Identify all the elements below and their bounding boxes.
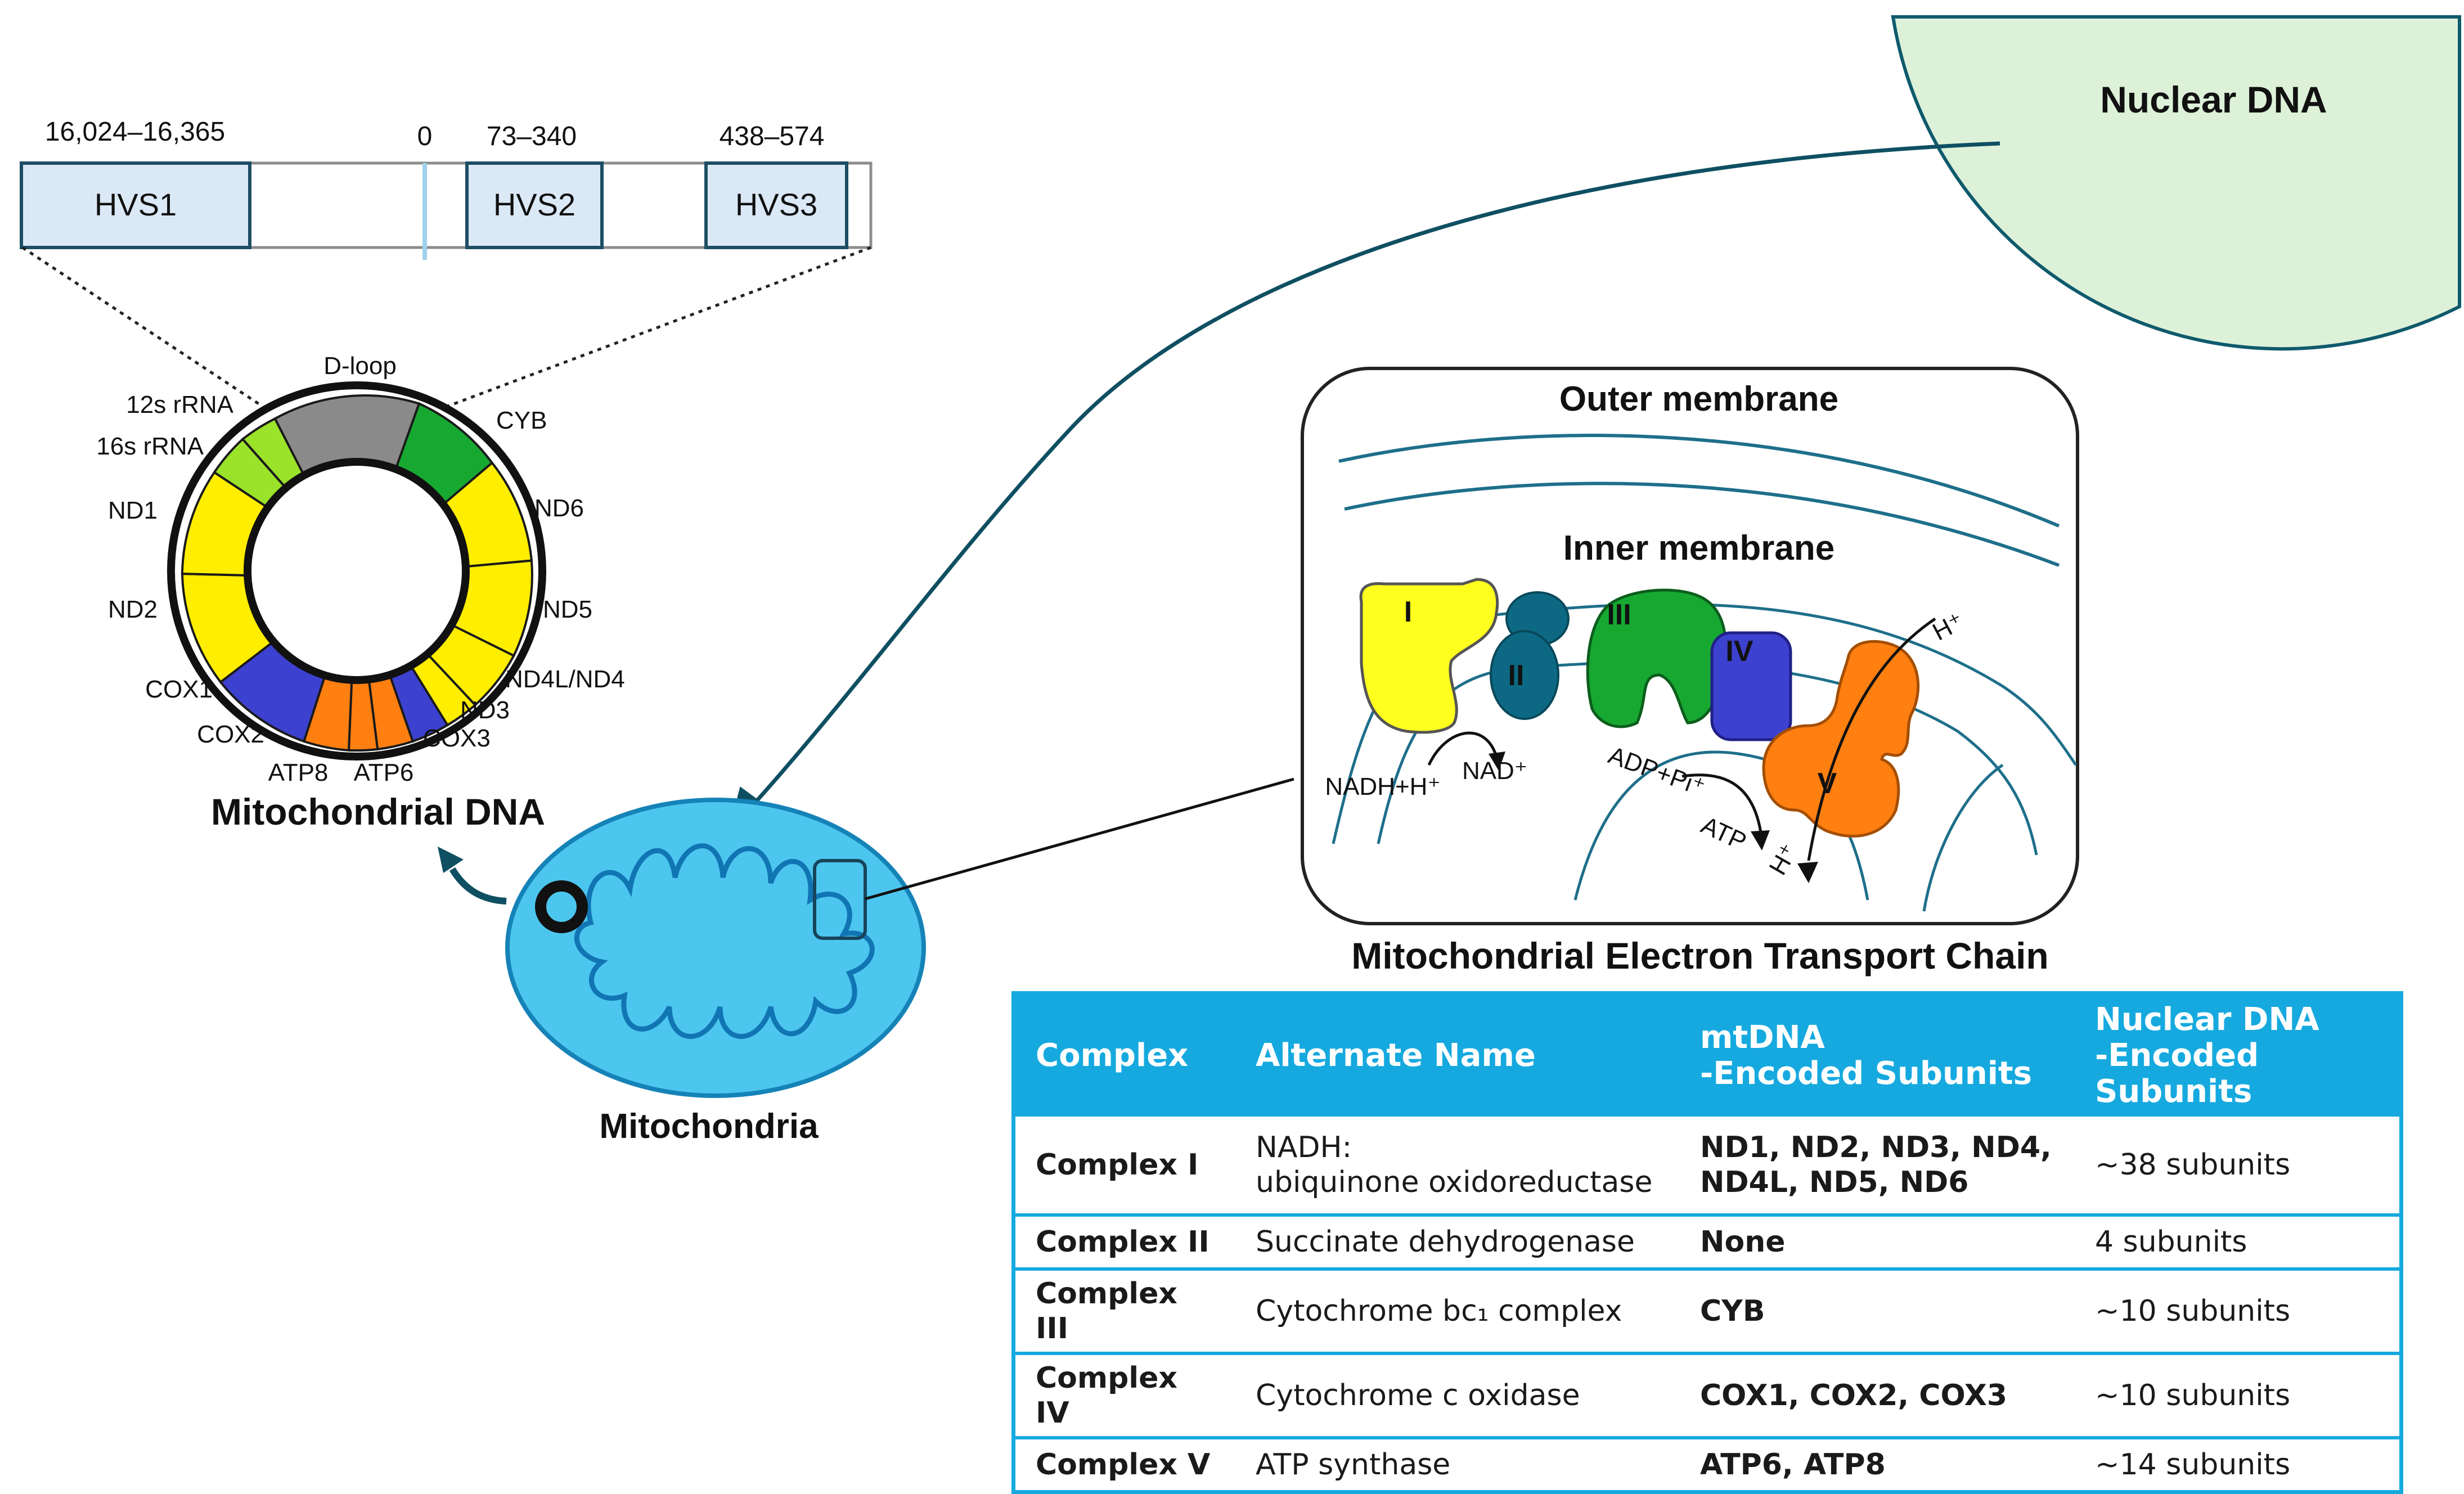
nucleus-to-mito-arrow [749,141,2000,809]
cell-nuclear-subunits: ~10 subunits [2075,1267,2402,1353]
label-12s-rrna: 12s rRNA [126,391,233,418]
ring-inner-border [244,458,470,684]
hvs3-box [704,161,848,249]
label-cyb: CYB [496,407,547,434]
cell-complex: Complex I [1036,1148,1199,1182]
mito-to-mtdna-arrow [449,867,507,904]
atp-arrowhead [1751,830,1770,850]
cell-nuclear-subunits: ~38 subunits [2095,1148,2291,1182]
table-header-row: Complex Alternate Name mtDNA -Encoded Su… [1013,993,2402,1117]
cell-alternate-name: ATP synthase [1235,1436,1680,1492]
ring-outer-border [167,381,546,760]
label-cox1: COX1 [145,676,213,703]
complex-i-label: I [1404,596,1412,628]
mtdna-title: Mitochondrial DNA [211,791,545,832]
hvs1-box [20,161,251,249]
cell-complex: Complex V [1013,1436,1235,1492]
hvs1-label: HVS1 [95,187,177,222]
table-row: Complex V ATP synthase ATP6, ATP8 ~14 su… [1013,1436,2402,1492]
nad-label: NAD⁺ [1462,757,1527,785]
label-nd2: ND2 [108,596,158,623]
cell-complex: Complex IV [1013,1352,1235,1438]
nadh-arrowhead [1489,752,1505,771]
hvs2-coords: 73–340 [487,122,577,151]
etc-title: Mitochondrial Electron Transport Chain [1351,935,2048,976]
label-nd1: ND1 [108,497,158,524]
header-complex: Complex [1013,993,1235,1117]
mito-cristae [574,843,875,1039]
label-cox2: COX2 [197,721,264,748]
label-atp6: ATP6 [354,759,414,786]
mito-outer [505,798,926,1098]
header-mtdna-subunits: mtDNA -Encoded Subunits [1680,993,2075,1117]
cell-nuclear-subunits: ~10 subunits [2075,1352,2402,1438]
nuclear-dna-label: Nuclear DNA [2100,79,2327,120]
cell-nuclear-subunits: 4 subunits [2075,1213,2402,1269]
h-flow-arrowhead [1797,862,1818,883]
header-nuclear-subunits: Nuclear DNA -Encoded Subunits [2075,993,2402,1117]
mito-to-mtdna-arrowhead [438,847,464,873]
label-nd3: ND3 [460,696,510,724]
outer-membrane-label: Outer membrane [1559,380,1838,418]
complex-v-shape [1762,640,1920,838]
label-atp8: ATP8 [268,759,329,786]
complex-ii-body [1490,630,1559,720]
label-dloop: D-loop [323,352,397,380]
label-cox3: COX3 [423,724,491,752]
label-nd6: ND6 [534,494,584,522]
cell-alternate-name: Cytochrome bc₁ complex [1235,1267,1680,1353]
h-flow-arrow [1807,617,1936,861]
cell-mtdna-subunits: COX1, COX2, COX3 [1680,1352,2075,1438]
outer-membrane-line-2 [1344,482,2060,567]
cell-nuclear-subunits: ~14 subunits [2075,1436,2402,1492]
inner-membrane-line-4 [1922,763,2004,912]
cell-mtdna-subunits: CYB [1680,1267,2075,1353]
complex-iv-label: IV [1725,635,1753,668]
hvs1-coords: 16,024–16,365 [45,117,225,147]
label-16s-rrna: 16s rRNA [96,433,204,460]
header-alternate-name: Alternate Name [1235,993,1680,1117]
diagram-stage: Nuclear DNA 16,024–16,365 0 73–340 438–5… [20,15,2461,1494]
atp-arrow [1681,773,1762,833]
mtdna-ring [167,381,546,760]
etc-table: Complex Alternate Name mtDNA -Encoded Su… [1011,991,2403,1494]
hvs3-coords: 438–574 [720,122,825,151]
inner-membrane-label: Inner membrane [1563,529,1834,568]
hvs2-box [465,161,604,249]
complex-iii-label: III [1607,598,1631,631]
mito-dna-ring [535,880,588,933]
table-row: Complex III Cytochrome bc₁ complex CYB ~… [1013,1267,2402,1353]
inset-connector [865,777,1294,901]
outer-membrane-line-1 [1338,434,2060,528]
cell-mtdna-subunits: ND1, ND2, ND3, ND4, ND4L, ND5, ND6 [1700,1131,2052,1199]
complex-ii-label: II [1508,659,1525,692]
mitochondrion [505,798,926,1098]
cell-alternate-name: NADH: ubiquinone oxidoreductase [1256,1131,1653,1199]
complex-i-shape [1359,578,1499,734]
label-nd4: ND4L/ND4 [505,665,625,693]
nadh-arrow [1427,731,1498,766]
nucleus-shape [1891,15,2461,351]
complex-iv-shape [1710,631,1792,741]
label-nd5: ND5 [543,596,592,623]
table-row: Complex I NADH: ubiquinone oxidoreductas… [1014,1117,2402,1215]
table-row: Complex IV Cytochrome c oxidase COX1, CO… [1013,1352,2402,1438]
nadh-label: NADH+H⁺ [1325,773,1440,800]
cell-mtdna-subunits: None [1680,1213,2075,1269]
origin-coord: 0 [417,122,433,151]
mito-inset-box [813,859,867,940]
cell-alternate-name: Succinate dehydrogenase [1235,1213,1680,1269]
table-row: Complex II Succinate dehydrogenase None … [1013,1213,2402,1269]
cell-complex: Complex II [1013,1213,1235,1269]
cell-alternate-name: Cytochrome c oxidase [1235,1352,1680,1438]
zoom-line-right [443,246,871,410]
zoom-line-left [21,246,260,406]
cell-mtdna-subunits: ATP6, ATP8 [1680,1436,2075,1492]
hvs2-label: HVS2 [493,187,575,222]
hvs3-label: HVS3 [735,187,817,222]
diagram-canvas: Nuclear DNA 16,024–16,365 0 73–340 438–5… [20,15,2461,1146]
mitochondria-label: Mitochondria [599,1107,819,1146]
cell-complex: Complex III [1013,1267,1235,1353]
